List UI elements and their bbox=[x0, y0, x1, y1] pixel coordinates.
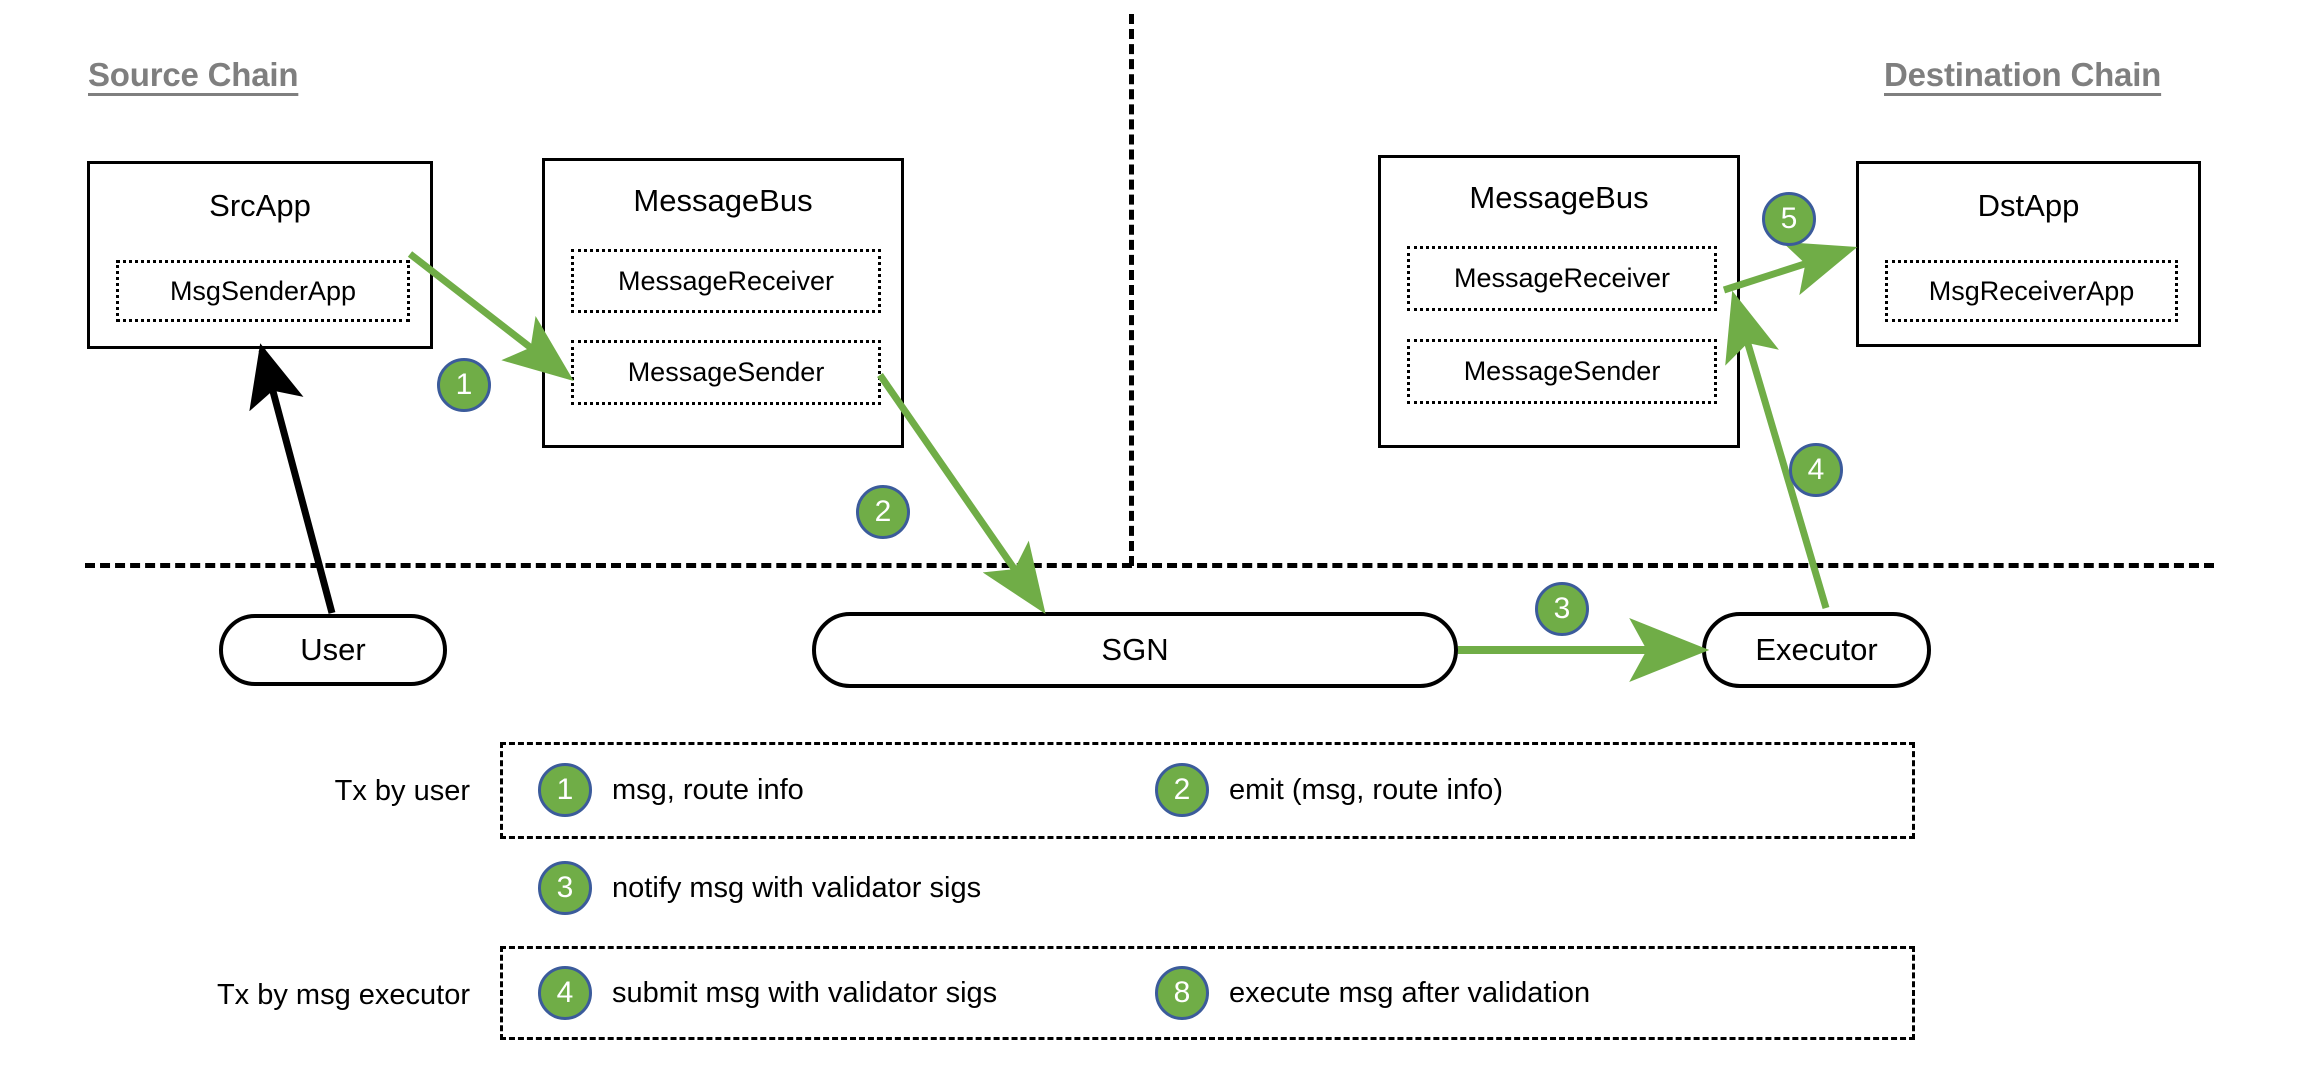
dst-app-box[interactable]: DstApp MsgReceiverApp bbox=[1856, 161, 2201, 347]
legend-text-3: notify msg with validator sigs bbox=[612, 871, 982, 904]
onchain-offchain-divider-horizontal bbox=[85, 563, 2214, 568]
legend-badge-4: 4 bbox=[538, 966, 592, 1020]
legend-text-4: submit msg with validator sigs bbox=[612, 976, 998, 1009]
destination-message-bus-title: MessageBus bbox=[1469, 180, 1649, 215]
step-badge-2: 2 bbox=[856, 485, 910, 539]
step-badge-1: 1 bbox=[437, 358, 491, 412]
legend-item: 1 msg, route info bbox=[538, 763, 804, 817]
legend-text-8: execute msg after validation bbox=[1229, 976, 1591, 1009]
legend-text-1: msg, route info bbox=[612, 773, 804, 806]
source-message-sender-box[interactable]: MessageSender bbox=[571, 340, 881, 405]
destination-message-bus-box[interactable]: MessageBus MessageReceiver MessageSender bbox=[1378, 155, 1740, 448]
source-message-bus-box[interactable]: MessageBus MessageReceiver MessageSender bbox=[542, 158, 904, 448]
legend-text-2: emit (msg, route info) bbox=[1229, 773, 1503, 806]
legend-badge-8: 8 bbox=[1155, 966, 1209, 1020]
chain-divider-vertical bbox=[1129, 14, 1134, 566]
legend-item: 8 execute msg after validation bbox=[1155, 966, 1590, 1020]
legend-group-tx-by-msg-executor bbox=[500, 946, 1915, 1040]
legend-item: 3 notify msg with validator sigs bbox=[538, 861, 981, 915]
step-badge-5: 5 bbox=[1762, 192, 1816, 246]
legend-badge-2: 2 bbox=[1155, 763, 1209, 817]
src-app-title: SrcApp bbox=[209, 188, 311, 223]
legend-group-tx-by-user bbox=[500, 742, 1915, 839]
destination-chain-heading: Destination Chain bbox=[1884, 56, 2162, 93]
arrow-user-to-src-app bbox=[249, 343, 336, 614]
step-badge-3: 3 bbox=[1535, 582, 1589, 636]
executor-node[interactable]: Executor bbox=[1702, 612, 1931, 688]
msg-sender-app-box[interactable]: MsgSenderApp bbox=[116, 260, 410, 322]
source-chain-heading: Source Chain bbox=[88, 56, 299, 93]
destination-message-receiver-box[interactable]: MessageReceiver bbox=[1407, 246, 1717, 311]
src-app-box[interactable]: SrcApp MsgSenderApp bbox=[87, 161, 433, 349]
step-badge-4: 4 bbox=[1789, 443, 1843, 497]
msg-receiver-app-box[interactable]: MsgReceiverApp bbox=[1885, 260, 2178, 322]
arrow-step-2 bbox=[877, 373, 1046, 615]
user-node[interactable]: User bbox=[219, 614, 447, 686]
source-message-receiver-box[interactable]: MessageReceiver bbox=[571, 249, 881, 313]
legend-badge-1: 1 bbox=[538, 763, 592, 817]
legend-item: 2 emit (msg, route info) bbox=[1155, 763, 1503, 817]
source-message-bus-title: MessageBus bbox=[633, 183, 813, 218]
legend-item: 4 submit msg with validator sigs bbox=[538, 966, 997, 1020]
dst-app-title: DstApp bbox=[1977, 188, 2080, 223]
sgn-node[interactable]: SGN bbox=[812, 612, 1458, 688]
legend-label-tx-by-user: Tx by user bbox=[334, 775, 470, 807]
legend-label-tx-by-msg-executor: Tx by msg executor bbox=[216, 979, 470, 1011]
legend-badge-3: 3 bbox=[538, 861, 592, 915]
destination-message-sender-box[interactable]: MessageSender bbox=[1407, 339, 1717, 404]
arrow-step-5 bbox=[1722, 241, 1858, 296]
